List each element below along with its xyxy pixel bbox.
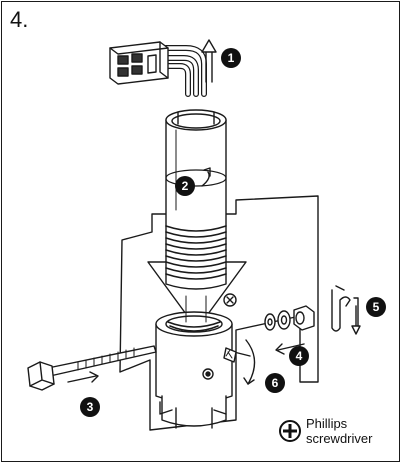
tool-note: Phillips screwdriver [278, 416, 372, 446]
tool-label: Phillips screwdriver [306, 416, 372, 446]
callout-4-label: 4 [296, 349, 303, 363]
washers-and-nut [264, 305, 315, 355]
set-screw [223, 293, 256, 385]
phillips-head-icon [279, 420, 301, 442]
wire-connector [109, 41, 169, 85]
hairpin-clip [331, 285, 361, 335]
callout-5 [366, 297, 386, 317]
callout-4 [289, 346, 309, 366]
callout-6 [265, 373, 285, 393]
step-number: 4. [10, 7, 29, 32]
callout-1-label: 1 [228, 51, 235, 65]
rotation-arrow [201, 167, 211, 187]
up-arrow [201, 39, 217, 83]
callout-6-label: 6 [272, 376, 279, 390]
callout-5-label: 5 [373, 300, 380, 314]
callout-2 [175, 176, 195, 196]
tool-label-line2: screwdriver [306, 431, 373, 446]
callout-3 [80, 397, 100, 417]
callout-3-label: 3 [87, 400, 94, 414]
lamp-socket-base [155, 295, 233, 429]
long-bolt [27, 345, 157, 391]
callout-2-label: 2 [182, 179, 189, 193]
callout-1 [221, 48, 241, 68]
threaded-tube [165, 109, 227, 290]
tool-label-line1: Phillips [306, 416, 348, 431]
